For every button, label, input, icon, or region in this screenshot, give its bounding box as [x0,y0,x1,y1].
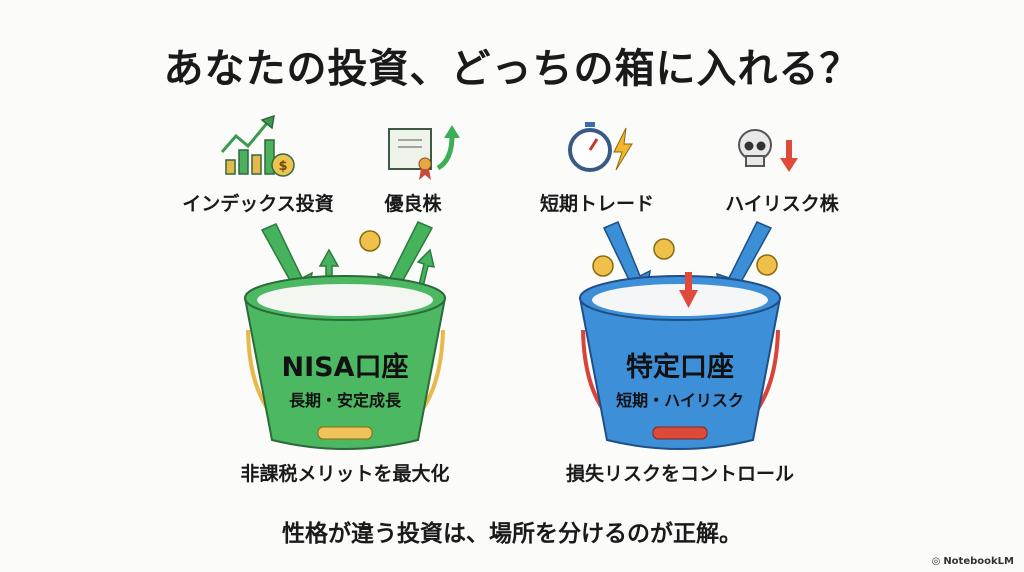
notebooklm-logo: ◎ NotebookLM [932,556,1014,567]
tokutei-caption: 損失リスクをコントロール [565,463,795,485]
label-index-investing: インデックス投資 [182,193,334,215]
stopwatch-lightning-icon [568,122,633,172]
tokutei-bucket-name: 特定口座 [626,352,734,383]
chart-up-coin-icon: $ [220,114,295,177]
label-blue-chip: 優良株 [384,193,442,215]
nisa-caption: 非課税メリットを最大化 [240,463,450,485]
page-title: あなたの投資、どっちの箱に入れる？ [163,46,861,92]
certificate-arrow-up-icon [388,125,460,180]
tokutei-bucket [578,272,782,450]
label-high-risk: ハイリスク株 [725,193,839,215]
skull-arrow-down-icon [738,129,798,172]
svg-text:$: $ [278,159,287,174]
nisa-bucket-sub: 長期・安定成長 [288,391,402,410]
nisa-bucket [243,275,447,450]
tokutei-bucket-sub: 短期・ハイリスク [616,391,744,410]
notebooklm-icon: ◎ [931,556,941,567]
conclusion-text: 性格が違う投資は、場所を分けるのが正解。 [282,521,742,547]
label-short-term-trade: 短期トレード [539,193,655,215]
nisa-bucket-name: NISA口座 [281,352,409,383]
logo-text: NotebookLM [943,556,1014,567]
